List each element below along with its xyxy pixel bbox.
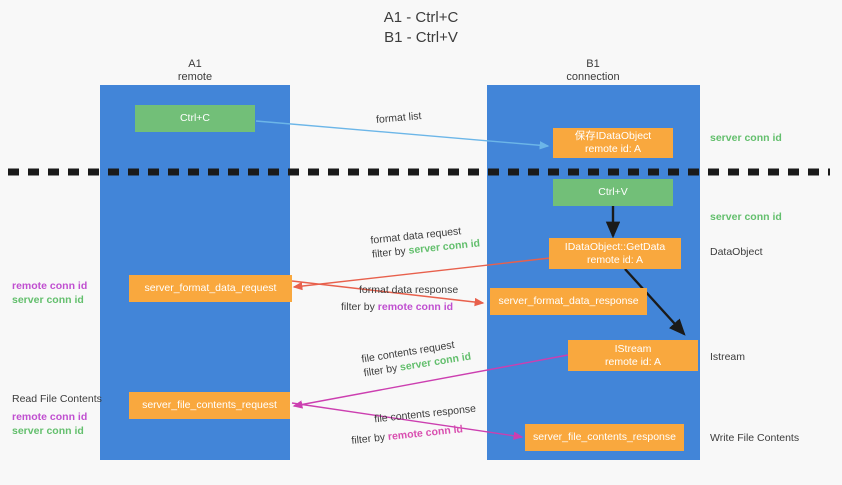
right-note-server-conn-id-2: server conn id <box>710 210 782 224</box>
edge-label-file-contents-response-line2: filter by remote conn id <box>351 421 479 448</box>
filter-value-remote-conn-id: remote conn id <box>377 301 454 313</box>
node-server-format-data-request[interactable]: server_format_data_request <box>129 275 292 302</box>
diagram-title: A1 - Ctrl+C B1 - Ctrl+V <box>0 8 842 48</box>
left-note-read-file-contents: Read File Contents <box>12 392 102 406</box>
node-istream-label: IStream <box>614 342 652 355</box>
node-save-idataobject[interactable]: 保存IDataObject remote id: A <box>553 128 673 158</box>
node-istream-sub: remote id: A <box>604 355 662 368</box>
edge-label-format-list: format list <box>375 109 422 127</box>
node-server-format-data-response-label: server_format_data_response <box>498 295 639 307</box>
lane-header-a1-name: A1 <box>188 58 202 70</box>
node-istream[interactable]: IStream remote id: A <box>568 340 698 371</box>
right-note-server-conn-id-2-text: server conn id <box>710 211 782 223</box>
node-ctrl-v-label: Ctrl+V <box>598 186 628 198</box>
node-server-format-data-request-label: server_format_data_request <box>144 282 277 294</box>
node-ctrl-c-label: Ctrl+C <box>179 112 211 124</box>
edge-label-file-contents-request: file contents request filter by server c… <box>360 336 472 381</box>
node-server-file-contents-response[interactable]: server_file_contents_response <box>525 424 684 451</box>
left-note-read-file-contents-text: Read File Contents <box>12 393 102 405</box>
node-idataobject-getdata-label: IDataObject::GetData <box>564 240 666 253</box>
node-idataobject-getdata-sub: remote id: A <box>586 253 644 266</box>
left-note-conn-ids-1: remote conn id server conn id <box>12 279 87 307</box>
left-note-conn-ids-2: remote conn id server conn id <box>12 410 87 438</box>
left-note-remote-conn-id-2: remote conn id <box>12 411 88 423</box>
edge-label-format-data-response: format data response filter by remote co… <box>341 283 459 314</box>
lane-header-b1-sub: connection <box>566 71 620 83</box>
left-note-remote-conn-id-1: remote conn id <box>12 280 88 292</box>
filter-prefix: filter by <box>350 431 389 447</box>
right-note-dataobject: DataObject <box>710 245 763 259</box>
node-idataobject-getdata[interactable]: IDataObject::GetData remote id: A <box>549 238 681 269</box>
node-server-format-data-response[interactable]: server_format_data_response <box>490 288 647 315</box>
node-save-idataobject-label: 保存IDataObject <box>574 130 652 142</box>
title-line-2: B1 - Ctrl+V <box>384 29 458 46</box>
filter-value-remote-conn-id: remote conn id <box>387 423 464 444</box>
left-note-server-conn-id-1: server conn id <box>12 294 84 306</box>
filter-prefix: filter by <box>371 244 410 261</box>
title-line-1: A1 - Ctrl+C <box>383 9 459 26</box>
edge-label-format-data-response-line1: format data response <box>359 284 459 296</box>
right-note-write-file-contents: Write File Contents <box>710 431 799 445</box>
node-server-file-contents-request-label: server_file_contents_request <box>142 399 277 411</box>
right-note-istream-text: Istream <box>710 351 746 363</box>
filter-prefix: filter by <box>341 301 378 313</box>
right-note-server-conn-id-1: server conn id <box>710 131 782 145</box>
lane-header-b1: B1 connection <box>513 58 673 84</box>
node-ctrl-c[interactable]: Ctrl+C <box>135 105 255 132</box>
edge-label-format-data-request: format data request filter by server con… <box>370 222 481 261</box>
node-server-file-contents-response-label: server_file_contents_response <box>532 431 676 443</box>
node-ctrl-v[interactable]: Ctrl+V <box>553 179 673 206</box>
node-save-idataobject-sub: remote id: A <box>584 143 642 155</box>
lane-header-b1-name: B1 <box>586 58 600 70</box>
right-note-istream: Istream <box>710 350 745 364</box>
edge-label-format-data-response-line2: filter by remote conn id <box>341 300 458 314</box>
right-note-dataobject-text: DataObject <box>710 246 763 258</box>
lane-header-a1-sub: remote <box>177 71 213 83</box>
edge-label-file-contents-response: file contents response filter by remote … <box>351 402 479 447</box>
lane-header-a1: A1 remote <box>115 58 275 84</box>
right-note-server-conn-id-1-text: server conn id <box>710 132 782 144</box>
edge-label-format-list-text: format list <box>375 110 422 126</box>
right-note-write-file-contents-text: Write File Contents <box>710 432 800 444</box>
left-note-server-conn-id-2: server conn id <box>12 425 84 437</box>
node-server-file-contents-request[interactable]: server_file_contents_request <box>129 392 290 419</box>
